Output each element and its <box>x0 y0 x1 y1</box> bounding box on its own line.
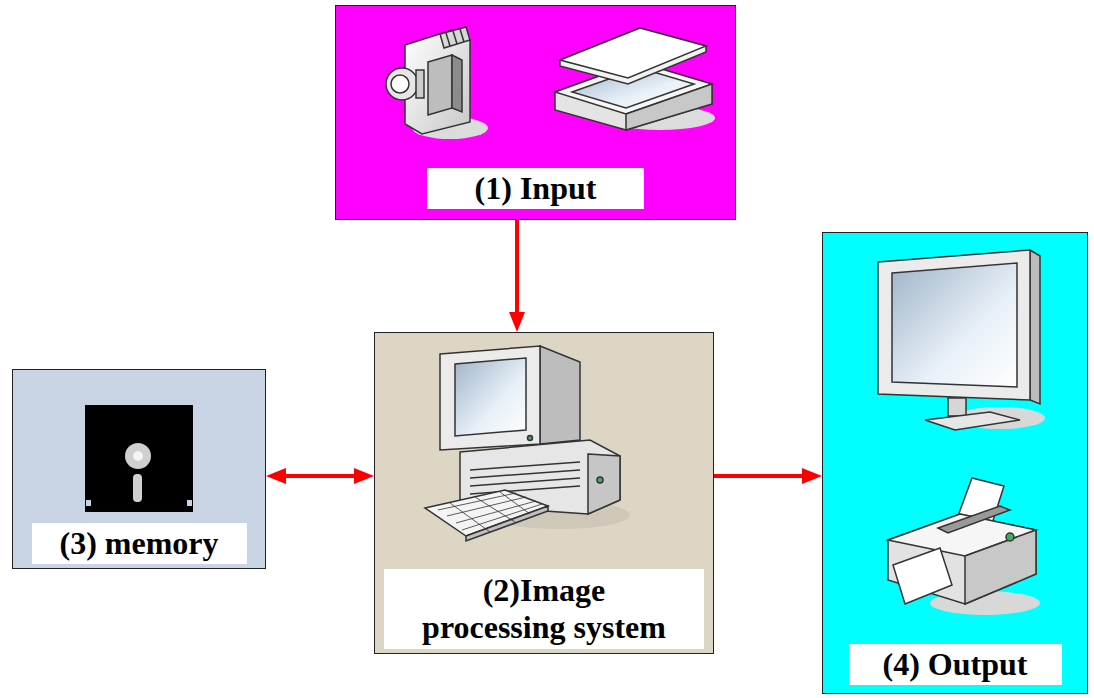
camcorder-icon <box>386 27 488 139</box>
box-label: (1) Input <box>427 168 644 209</box>
input-box: (1) Input <box>335 5 736 220</box>
box-label: (4) Output <box>849 644 1062 685</box>
flow-arrow <box>714 474 816 478</box>
computer-icon <box>425 346 630 541</box>
flow-arrow <box>515 220 519 326</box>
printer-icon <box>888 478 1040 615</box>
process-box: (2)Image processing system <box>374 332 714 654</box>
scanner-icon <box>555 28 715 130</box>
box-label: (3) memory <box>32 523 247 564</box>
flow-arrow <box>272 474 368 478</box>
monitor-icon <box>878 250 1045 430</box>
floppy-icon <box>85 405 193 512</box>
output-box: (4) Output <box>822 232 1088 694</box>
box-label: (2)Image processing system <box>384 569 704 649</box>
memory-box: (3) memory <box>12 369 266 569</box>
